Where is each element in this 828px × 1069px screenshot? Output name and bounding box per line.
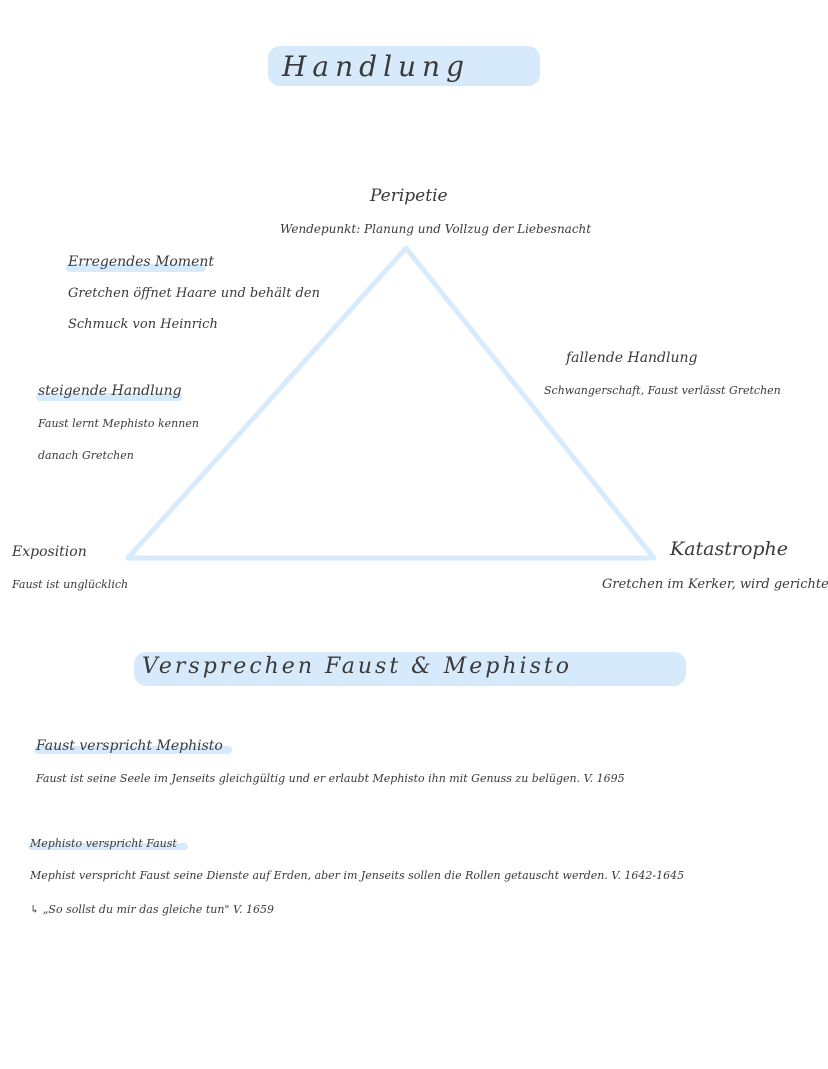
mephisto-heading: Mephisto verspricht Faust [30,837,177,850]
exposition-label: Exposition [12,544,87,560]
erregendes-moment-line-1: Gretchen öffnet Haare und behält den [68,286,320,301]
peripetie-label: Peripetie [370,186,448,206]
faust-text: Faust ist seine Seele im Jenseits gleich… [36,772,625,785]
section2-title-highlight [134,652,686,686]
steigende-handlung-label: steigende Handlung [38,383,182,399]
steigende-handlung-line-2: danach Gretchen [38,449,134,462]
fallende-handlung-text: Schwangerschaft, Faust verlässt Gretchen [544,384,781,397]
peripetie-text: Wendepunkt: Planung und Vollzug der Lieb… [280,222,592,236]
katastrophe-text: Gretchen im Kerker, wird gerichtet [602,577,828,592]
title-highlight [268,46,540,86]
erregendes-moment-line-2: Schmuck von Heinrich [68,317,218,332]
mephisto-text: Mephist verspricht Faust seine Dienste a… [30,869,685,882]
exposition-text: Faust ist unglücklich [12,578,129,591]
fallende-handlung-label: fallende Handlung [566,350,698,366]
faust-heading: Faust verspricht Mephisto [36,738,223,754]
erregendes-highlight [66,264,206,272]
mephisto-quote: ↳ „So sollst du mir das gleiche tun" V. … [30,903,274,916]
katastrophe-label: Katastrophe [670,538,789,560]
steigende-handlung-line-1: Faust lernt Mephisto kennen [38,417,199,430]
mephisto-heading-highlight [28,843,188,850]
page-title: Handlung [282,50,471,83]
section2-title: Versprechen Faust & Mephisto [142,654,572,679]
erregendes-moment-label: Erregendes Moment [68,254,215,270]
faust-heading-highlight [34,746,232,754]
steigende-highlight [36,393,182,401]
